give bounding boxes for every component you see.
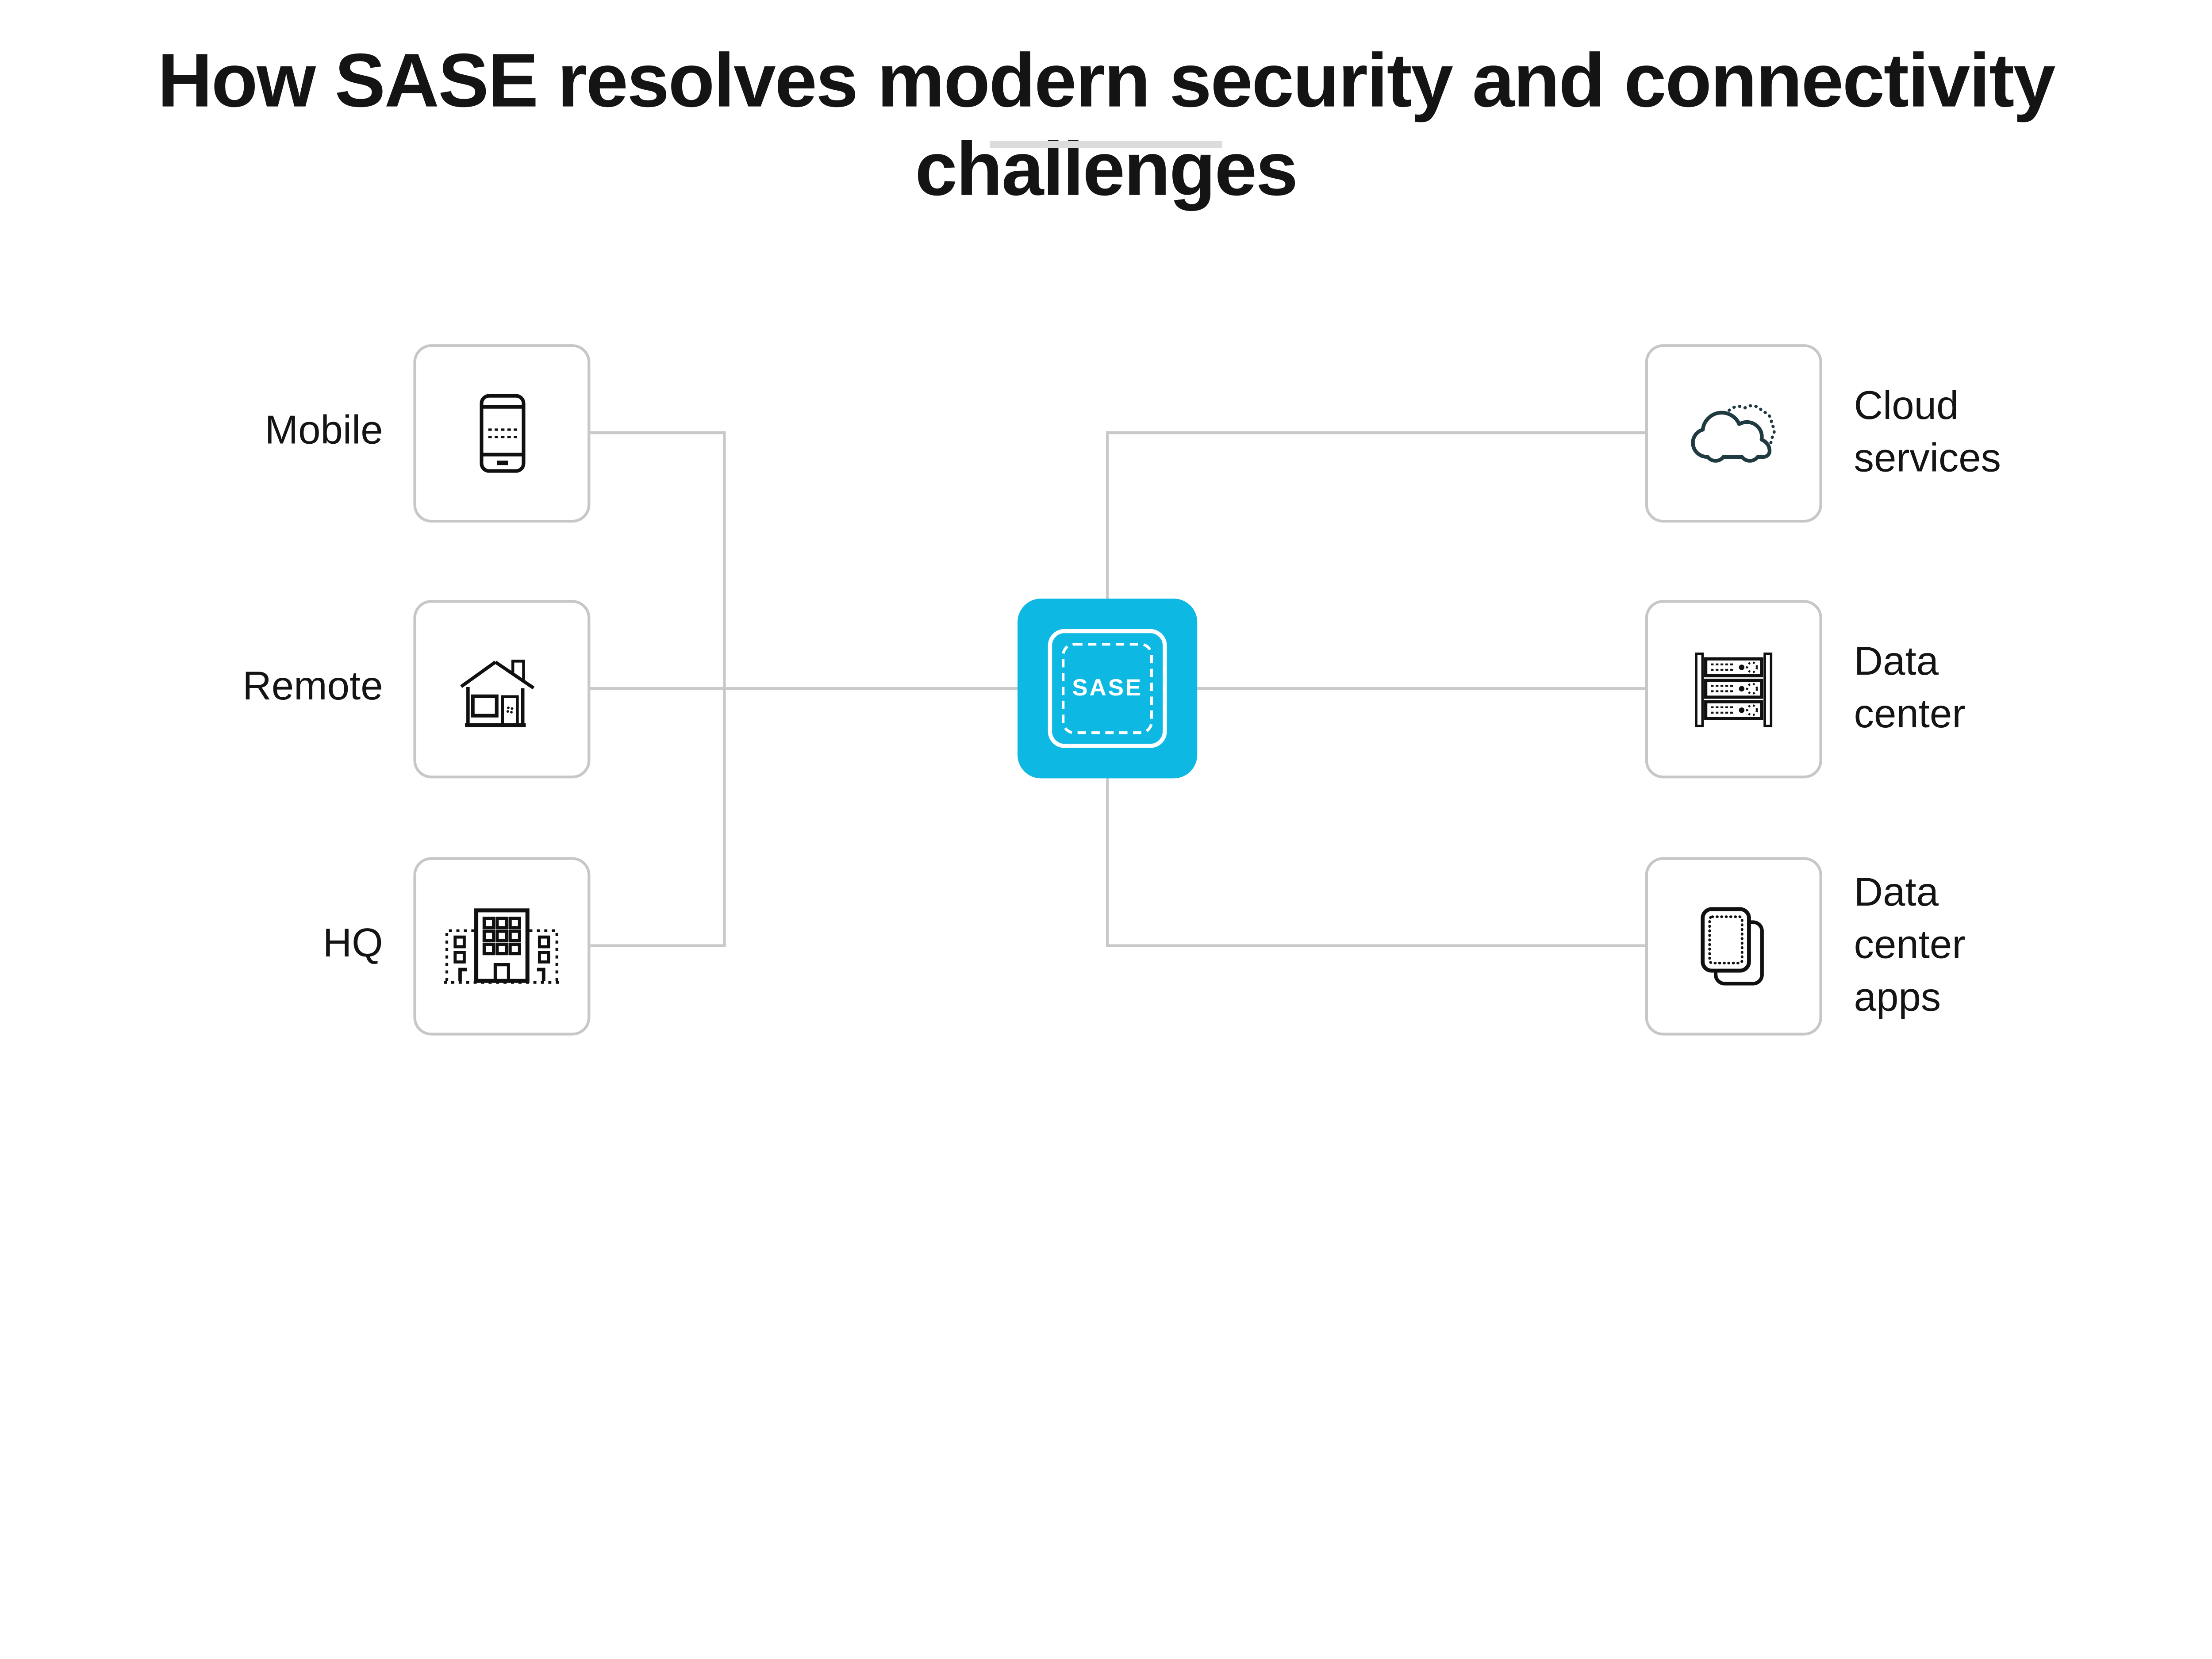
label-data-center: Data center (1854, 640, 1966, 737)
office-building-icon (444, 908, 560, 984)
label-cloud-services: Cloud services (1854, 384, 2001, 481)
diagram-canvas: How SASE resolves modern security and co… (157, 37, 2056, 1036)
sase-badge-outline: SASE (1048, 629, 1167, 748)
connector-sase-to-cloud (1106, 431, 1645, 434)
title-divider (990, 141, 1222, 148)
node-hq (413, 857, 591, 1036)
label-data-center-apps: Data center apps (1854, 871, 1966, 1021)
connector-mobile-stub (590, 431, 725, 434)
cloud-icon (1691, 403, 1776, 462)
page-title: How SASE resolves modern security and co… (157, 37, 2055, 212)
node-remote (413, 600, 591, 779)
node-data-center-apps (1645, 857, 1822, 1036)
sase-node: SASE (1018, 599, 1198, 779)
connector-remote-to-sase (590, 687, 1018, 690)
connector-sase-to-datacenterapps (1106, 944, 1645, 947)
node-cloud-services (1645, 344, 1822, 523)
stacked-apps-icon (1701, 906, 1764, 985)
connector-hq-stub (590, 944, 725, 947)
label-remote: Remote (242, 664, 383, 709)
smartphone-icon (479, 394, 525, 473)
label-mobile: Mobile (265, 409, 383, 453)
node-data-center (1645, 600, 1822, 779)
sase-badge-dashed-border: SASE (1062, 643, 1153, 734)
server-rack-icon (1695, 652, 1773, 727)
connector-sase-to-datacenter (1197, 687, 1645, 690)
sase-label: SASE (1072, 675, 1143, 701)
house-icon (460, 660, 535, 727)
label-hq: HQ (323, 922, 383, 966)
node-mobile (413, 344, 591, 523)
